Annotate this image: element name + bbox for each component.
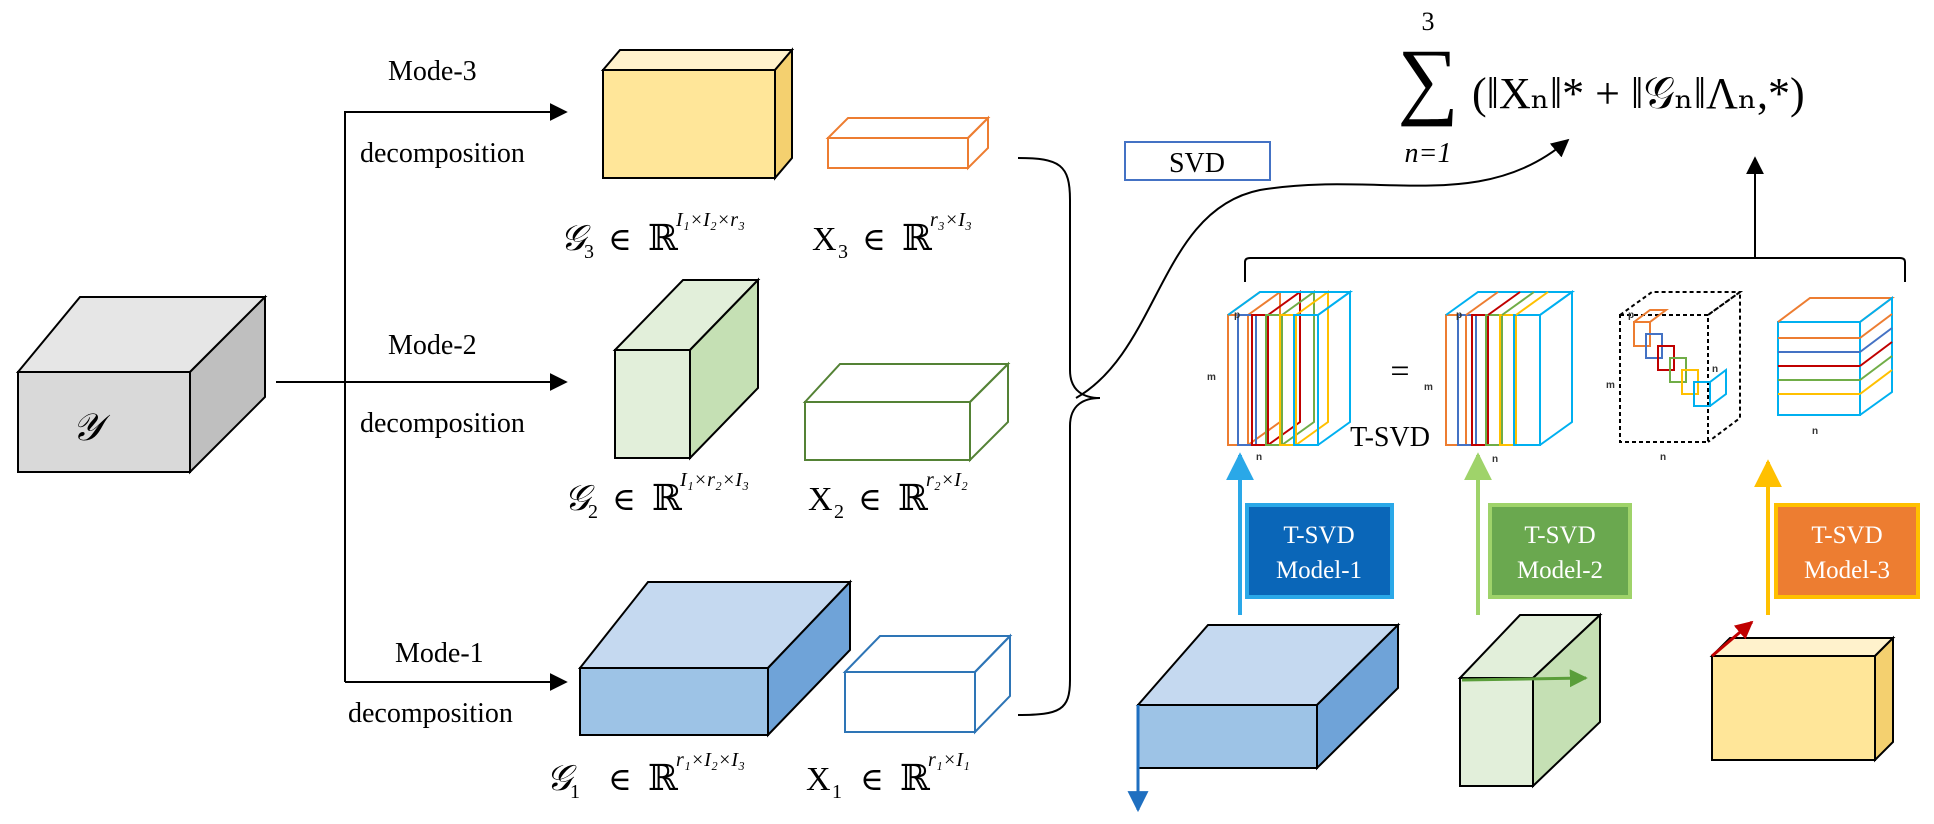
tsvd-tensor-u bbox=[1445, 290, 1576, 446]
model-3-box bbox=[1774, 503, 1920, 599]
branch-connectors bbox=[276, 103, 568, 691]
svg-text:ℝ: ℝ bbox=[648, 758, 679, 798]
svg-text:2: 2 bbox=[834, 501, 844, 523]
model-3-tensor-cube bbox=[1709, 635, 1896, 763]
svg-text:Model-3: Model-3 bbox=[1804, 557, 1890, 584]
svg-text:m: m bbox=[1207, 372, 1216, 383]
objective-formula: 3 ∑ n=1 (‖Xₙ‖* + ‖𝒢ₙ‖Λₙ,*) bbox=[1397, 7, 1804, 169]
core-tensor-g1-cube bbox=[577, 579, 853, 738]
tsvd-equals: = bbox=[1390, 353, 1409, 390]
factor-x3-box bbox=[825, 115, 991, 171]
svg-text:I₁×I₂×r₃: I₁×I₂×r₃ bbox=[675, 209, 745, 231]
svg-text:3: 3 bbox=[838, 241, 848, 263]
tsvd-group-brace bbox=[1244, 156, 1906, 282]
svg-text:3: 3 bbox=[584, 241, 594, 263]
model-2-tensor-cube bbox=[1457, 612, 1603, 789]
model-2-box bbox=[1488, 503, 1632, 599]
svg-text:ℝ: ℝ bbox=[648, 218, 679, 258]
branch-mode-1: Mode-1 decomposition 𝒢 1 ∈ ℝ r₁×I₂×I₃ X … bbox=[348, 579, 1013, 803]
svg-text:T-SVD: T-SVD bbox=[1811, 522, 1882, 549]
svd-flow-curve bbox=[1075, 138, 1570, 399]
decomposition-label: decomposition bbox=[360, 138, 525, 169]
svg-text:n: n bbox=[1492, 454, 1498, 465]
svg-text:2: 2 bbox=[588, 501, 598, 523]
svg-text:∈: ∈ bbox=[612, 481, 636, 517]
formula-g1: 𝒢 1 ∈ ℝ r₁×I₂×I₃ X 1 ∈ ℝ r₁×I₁ bbox=[546, 749, 970, 803]
svg-text:p: p bbox=[1234, 310, 1240, 321]
mode-label: Mode-3 bbox=[388, 56, 477, 87]
svg-text:∈: ∈ bbox=[608, 221, 632, 257]
model-2-group: T-SVD Model-2 bbox=[1457, 452, 1632, 789]
svg-text:r₁×I₂×I₃: r₁×I₂×I₃ bbox=[676, 749, 745, 771]
mode-label: Mode-1 bbox=[395, 638, 484, 669]
factor-collect-brace bbox=[1017, 157, 1101, 716]
svg-text:Model-2: Model-2 bbox=[1517, 557, 1603, 584]
svg-text:T-SVD: T-SVD bbox=[1524, 522, 1595, 549]
tsvd-illustration: p m n = T-SVD p m n bbox=[1207, 290, 1895, 465]
model-1-group: T-SVD Model-1 bbox=[1127, 452, 1401, 813]
svg-text:X: X bbox=[812, 221, 837, 258]
svg-text:T-SVD: T-SVD bbox=[1283, 522, 1354, 549]
svg-text:m: m bbox=[1606, 380, 1615, 391]
svg-text:ℝ: ℝ bbox=[900, 758, 931, 798]
model-3-group: T-SVD Model-3 bbox=[1709, 459, 1920, 763]
svg-text:p: p bbox=[1628, 310, 1634, 321]
svg-text:∈: ∈ bbox=[858, 481, 882, 517]
model-1-box bbox=[1245, 503, 1394, 599]
svg-text:n: n bbox=[1660, 452, 1666, 463]
svg-text:r₁×I₁: r₁×I₁ bbox=[928, 749, 970, 771]
formula-g2: 𝒢 2 ∈ ℝ I₁×r₂×I₃ X 2 ∈ ℝ r₂×I₂ bbox=[564, 469, 968, 523]
svd-box: SVD bbox=[1124, 141, 1271, 181]
core-tensor-g2-cube bbox=[612, 277, 761, 461]
svg-text:n: n bbox=[1812, 426, 1818, 437]
tsvd-tensor-a bbox=[1227, 290, 1354, 446]
svd-label: SVD bbox=[1169, 148, 1225, 179]
decomposition-label: decomposition bbox=[360, 408, 525, 439]
factor-x1-box bbox=[842, 633, 1013, 735]
factor-x2-box bbox=[802, 361, 1011, 463]
svg-text:ℝ: ℝ bbox=[652, 478, 683, 518]
svg-text:r₂×I₂: r₂×I₂ bbox=[926, 469, 968, 491]
tsvd-tensor-s bbox=[1619, 290, 1744, 443]
model-2-mode-arrow bbox=[1461, 669, 1588, 688]
svg-text:∈: ∈ bbox=[608, 761, 632, 797]
svg-text:∈: ∈ bbox=[862, 221, 886, 257]
decomposition-label: decomposition bbox=[348, 698, 513, 729]
svg-text:r₃×I₃: r₃×I₃ bbox=[930, 209, 972, 231]
svg-text:n: n bbox=[1712, 364, 1718, 375]
svg-text:ℝ: ℝ bbox=[898, 478, 929, 518]
svg-text:m: m bbox=[1424, 382, 1433, 393]
svg-text:Model-1: Model-1 bbox=[1276, 557, 1362, 584]
formula-g3: 𝒢 3 ∈ ℝ I₁×I₂×r₃ X 3 ∈ ℝ r₃×I₃ bbox=[560, 209, 972, 263]
tsvd-tensor-vt bbox=[1777, 296, 1895, 416]
svg-text:ℝ: ℝ bbox=[902, 218, 933, 258]
objective-body: (‖Xₙ‖* + ‖𝒢ₙ‖Λₙ,*) bbox=[1472, 69, 1805, 118]
sum-sigma: ∑ bbox=[1397, 31, 1458, 127]
sum-upper-limit: 3 bbox=[1422, 7, 1435, 36]
model-1-tensor-cube bbox=[1135, 622, 1401, 771]
svg-text:p: p bbox=[1456, 310, 1462, 321]
svg-text:1: 1 bbox=[570, 781, 580, 803]
mode-label: Mode-2 bbox=[388, 330, 477, 361]
model-3-mode-arrow bbox=[1711, 620, 1754, 658]
sum-lower-limit: n=1 bbox=[1405, 138, 1452, 169]
branch-mode-2: Mode-2 decomposition 𝒢 2 ∈ ℝ I₁×r₂×I₃ X … bbox=[360, 277, 1011, 523]
core-tensor-g3-cube bbox=[600, 47, 795, 181]
svg-text:n: n bbox=[1256, 452, 1262, 463]
svg-text:I₁×r₂×I₃: I₁×r₂×I₃ bbox=[679, 469, 749, 491]
tsvd-label: T-SVD bbox=[1350, 422, 1430, 453]
svg-text:∈: ∈ bbox=[860, 761, 884, 797]
svg-text:X: X bbox=[806, 761, 831, 798]
svg-text:X: X bbox=[808, 481, 833, 518]
branch-mode-3: Mode-3 decomposition 𝒢 3 ∈ ℝ I₁×I₂×r₃ X … bbox=[360, 47, 991, 263]
input-tensor-cube: 𝒴 bbox=[15, 294, 268, 475]
svg-text:1: 1 bbox=[832, 781, 842, 803]
